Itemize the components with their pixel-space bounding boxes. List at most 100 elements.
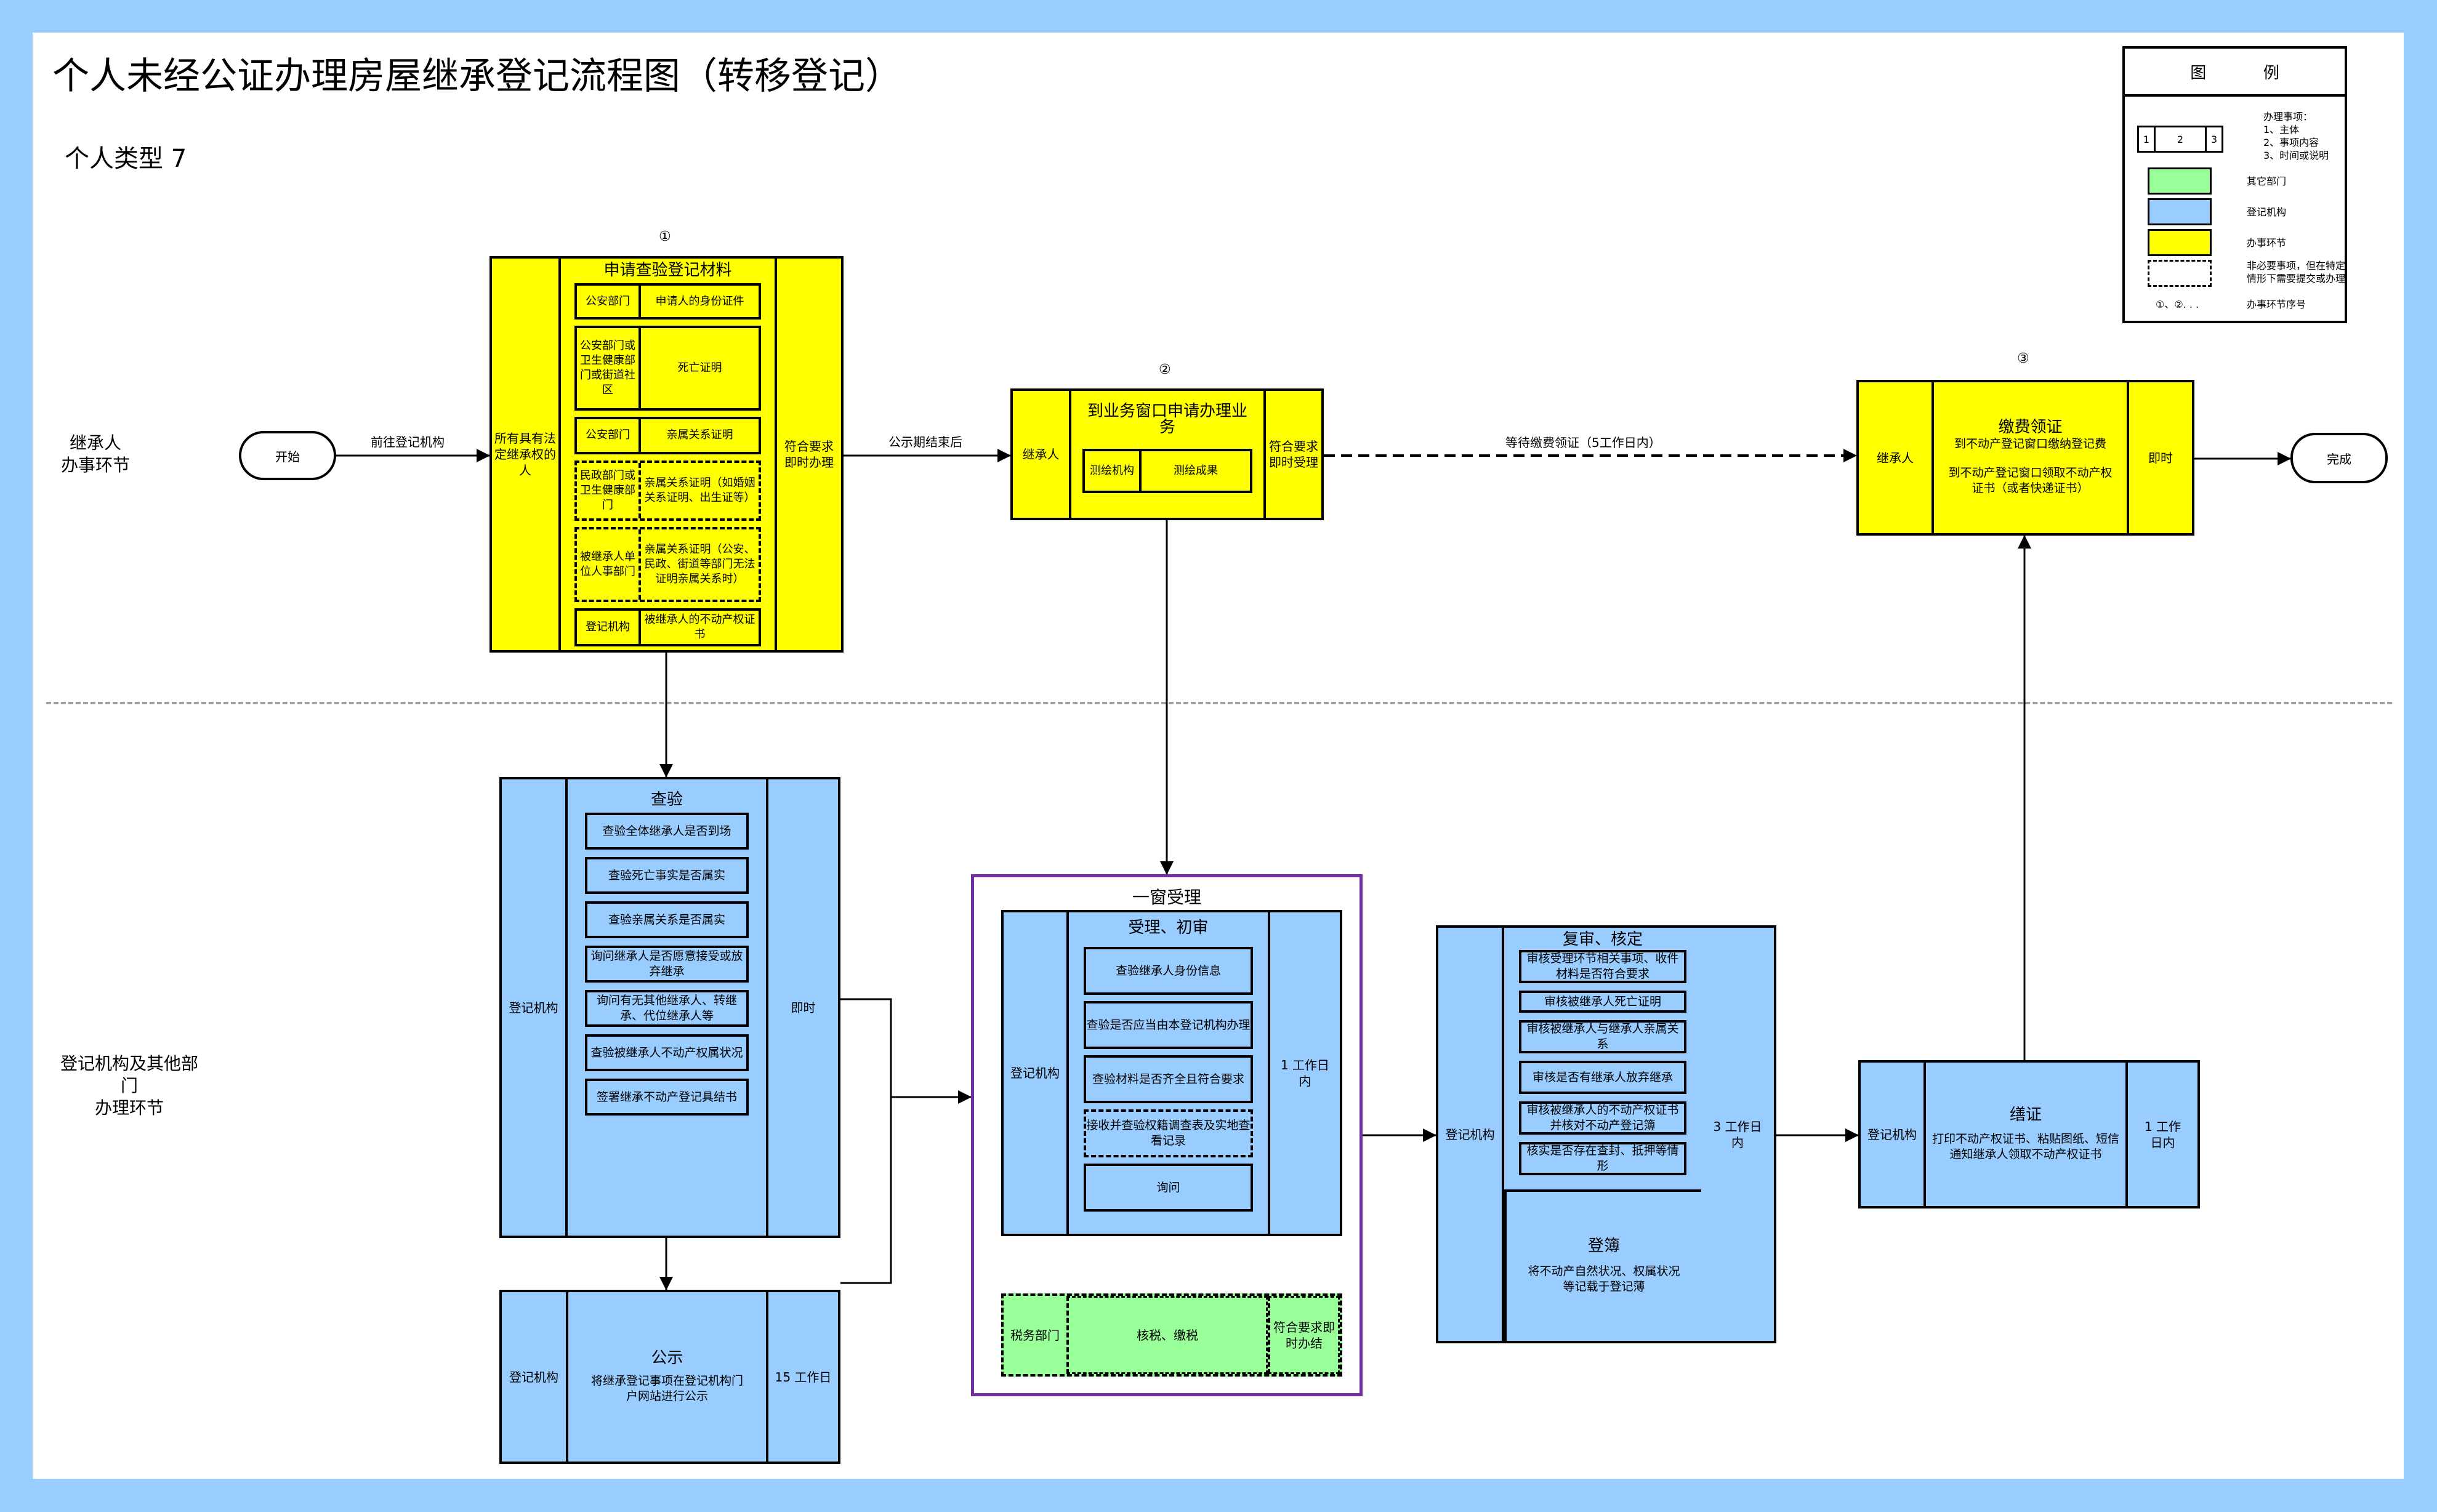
material-item: 亲属关系证明（如婚姻关系证明、出生证等）	[644, 476, 755, 504]
step1-time: 符合要求即时办理	[775, 259, 841, 650]
legend-sample-cell-2: 2	[2156, 127, 2207, 151]
publicity-desc: 将继承登记事项在登记机构门户网站进行公示	[590, 1373, 743, 1403]
step2-subject: 继承人	[1022, 447, 1060, 462]
material-item: 申请人的身份证件	[655, 294, 744, 308]
legend-matters-heading: 办理事项：	[2263, 111, 2313, 123]
publicity-subject: 登记机构	[509, 1369, 558, 1385]
accept-content: 受理、初审 查验继承人身份信息 查验是否应当由本登记机构办理 查验材料是否齐全且…	[1066, 912, 1268, 1234]
step2-seq: ②	[1159, 362, 1171, 377]
accept-box: 登记机构 受理、初审 查验继承人身份信息 查验是否应当由本登记机构办理 查验材料…	[1001, 910, 1342, 1236]
check-item: 查验亲属关系是否属实	[585, 901, 749, 938]
step1-seq: ①	[659, 229, 671, 244]
check-item: 查验全体继承人是否到场	[585, 813, 749, 850]
lane-label-heir: 继承人 办事环节	[49, 432, 142, 477]
material-dept: 登记机构	[577, 610, 641, 644]
step2-box: 继承人 到业务窗口申请办理业务 测绘机构 测绘成果 符合要求即时受理	[1010, 388, 1324, 520]
publicity-box: 登记机构 公示 将继承登记事项在登记机构门户网站进行公示 15 工作日	[499, 1290, 840, 1464]
material-item: 亲属关系证明	[666, 428, 733, 442]
register-title: 登簿	[1587, 1237, 1620, 1255]
certificate-desc: 打印不动产权证书、粘贴图纸、短信通知继承人领取不动产权证书	[1931, 1132, 2119, 1161]
legend-label-step: 办事环节	[2247, 237, 2287, 249]
legend-swatch-optional	[2148, 260, 2212, 287]
review-title: 复审、核定	[1562, 930, 1643, 949]
end-terminal: 完成	[2290, 433, 2388, 483]
lane-label-line: 继承人	[69, 433, 121, 453]
legend-label-optional: 非必要事项，但在特定 情形下需要提交或办理	[2247, 259, 2345, 285]
material-item: 测绘成果	[1173, 464, 1218, 477]
review-box: 登记机构 复审、核定 审核受理环节相关事项、收件材料是否符合要求 审核被继承人死…	[1436, 925, 1776, 1343]
certificate-box: 登记机构 缮证 打印不动产权证书、粘贴图纸、短信通知继承人领取不动产权证书 1 …	[1858, 1060, 2200, 1208]
material-dept: 测绘机构	[1085, 451, 1142, 491]
step1-subject: 所有具有法定继承权的人	[494, 431, 556, 478]
legend-title-right: 例	[2263, 63, 2279, 82]
page-subtitle: 个人类型 7	[65, 145, 187, 173]
lane-label-line: 办理环节	[94, 1098, 164, 1118]
step2-content: 到业务窗口申请办理业务 测绘机构 测绘成果	[1068, 391, 1263, 518]
accept-item-optional: 接收并查验权籍调查表及实地查看记录	[1084, 1109, 1253, 1157]
step3-subject: 继承人	[1877, 450, 1914, 465]
material-item: 死亡证明	[677, 361, 722, 374]
certificate-content: 缮证 打印不动产权证书、粘贴图纸、短信通知继承人领取不动产权证书	[1923, 1063, 2125, 1206]
step3-line: 到不动产登记窗口领取不动产权证书（或者快递证书）	[1948, 466, 2113, 495]
legend-matters: 办理事项： 1、主体 2、事项内容 3、时间或说明	[2263, 110, 2329, 162]
step3-line: 到不动产登记窗口缴纳登记费	[1954, 437, 2106, 451]
register-desc: 将不动产自然状况、权属状况等记载于登记薄	[1528, 1265, 1680, 1293]
check-item: 查验死亡事实是否属实	[585, 857, 749, 894]
tax-time: 符合要求即时办结	[1268, 1296, 1340, 1374]
review-item: 审核是否有继承人放弃继承	[1519, 1061, 1686, 1094]
legend-optional-line: 非必要事项，但在特定	[2247, 260, 2346, 271]
material-dept: 公安部门	[577, 286, 641, 318]
lane-label-registry: 登记机构及其他部门 办理环节	[55, 1053, 203, 1119]
one-window-title: 一窗受理	[1132, 887, 1201, 907]
publicity-content: 公示 将继承登记事项在登记机构门户网站进行公示	[566, 1292, 766, 1462]
check-item: 签署继承不动产登记具结书	[585, 1079, 749, 1116]
material-dept: 公安部门	[577, 419, 641, 452]
check-item: 询问有无其他继承人、转继承、代位继承人等	[585, 990, 749, 1027]
check-item: 询问继承人是否愿意接受或放弃继承	[585, 946, 749, 983]
step2-title: 到业务窗口申请办理业务	[1087, 402, 1247, 436]
material-row: 测绘机构 测绘成果	[1082, 449, 1252, 493]
publicity-time: 15 工作日	[766, 1292, 838, 1462]
tax-box: 税务部门 核税、缴税 符合要求即时办结	[1001, 1293, 1342, 1377]
edge-label-to-registry: 前往登记机构	[371, 435, 445, 449]
accept-subject: 登记机构	[1010, 1066, 1060, 1080]
legend-swatch-other-dept	[2148, 167, 2212, 195]
review-time: 3 工作日内	[1713, 1119, 1762, 1150]
step3-seq: ③	[2017, 351, 2029, 366]
tax-subject: 税务部门	[1010, 1327, 1060, 1343]
accept-item: 查验继承人身份信息	[1084, 947, 1253, 995]
legend-optional-line: 情形下需要提交或办理	[2247, 273, 2346, 284]
lane-label-line: 办事环节	[60, 455, 130, 475]
review-content: 复审、核定 审核受理环节相关事项、收件材料是否符合要求 审核被继承人死亡证明 审…	[1502, 928, 1701, 1341]
legend-seq-sample: ①、②. . .	[2156, 299, 2199, 310]
tax-title: 核税、缴税	[1066, 1296, 1268, 1374]
line-check-publicity-merge	[840, 998, 892, 1284]
legend-sample-cell-1: 1	[2139, 127, 2156, 151]
step3-title: 缴费领证	[1998, 418, 2063, 436]
accept-time: 1 工作日内	[1268, 912, 1340, 1234]
material-dept: 被继承人单位人事部门	[577, 529, 641, 600]
step3-time: 即时	[2127, 382, 2192, 533]
step1-box: 所有具有法定继承权的人 申请查验登记材料 公安部门 申请人的身份证件 公安部门或…	[489, 256, 844, 653]
material-row: 公安部门 亲属关系证明	[574, 416, 761, 454]
material-item: 亲属关系证明（公安、民政、街道等部门无法证明亲属关系时）	[644, 543, 755, 586]
legend-matter: 3、时间或说明	[2263, 150, 2329, 161]
certificate-time: 1 工作日内	[2125, 1063, 2197, 1206]
legend-seq-label: 办事环节序号	[2247, 299, 2306, 310]
check-subject: 登记机构	[509, 1000, 558, 1015]
check-box: 登记机构 查验 查验全体继承人是否到场 查验死亡事实是否属实 查验亲属关系是否属…	[499, 777, 840, 1238]
legend-matter: 2、事项内容	[2263, 137, 2319, 148]
check-time: 即时	[766, 779, 838, 1236]
certificate-subject: 登记机构	[1867, 1127, 1917, 1142]
material-dept: 民政部门或卫生健康部门	[577, 462, 641, 519]
legend: 图 例 1 2 3 办理事项： 1、主体 2、事项内容 3、时间或说明 其它部门…	[2122, 46, 2347, 323]
step1-title: 申请查验登记材料	[603, 261, 732, 279]
lane-separator	[46, 702, 2392, 704]
check-content: 查验 查验全体继承人是否到场 查验死亡事实是否属实 查验亲属关系是否属实 询问继…	[565, 779, 766, 1236]
check-item: 查验被继承人不动产权属状况	[585, 1034, 749, 1071]
page-title: 个人未经公证办理房屋继承登记流程图（转移登记）	[52, 55, 902, 98]
legend-label-other-dept: 其它部门	[2247, 175, 2287, 187]
step3-box: 继承人 缴费领证 到不动产登记窗口缴纳登记费 到不动产登记窗口领取不动产权证书（…	[1856, 380, 2194, 536]
edge-label-after-publicity: 公示期结束后	[888, 435, 962, 449]
step2-time: 符合要求即时受理	[1263, 391, 1321, 518]
